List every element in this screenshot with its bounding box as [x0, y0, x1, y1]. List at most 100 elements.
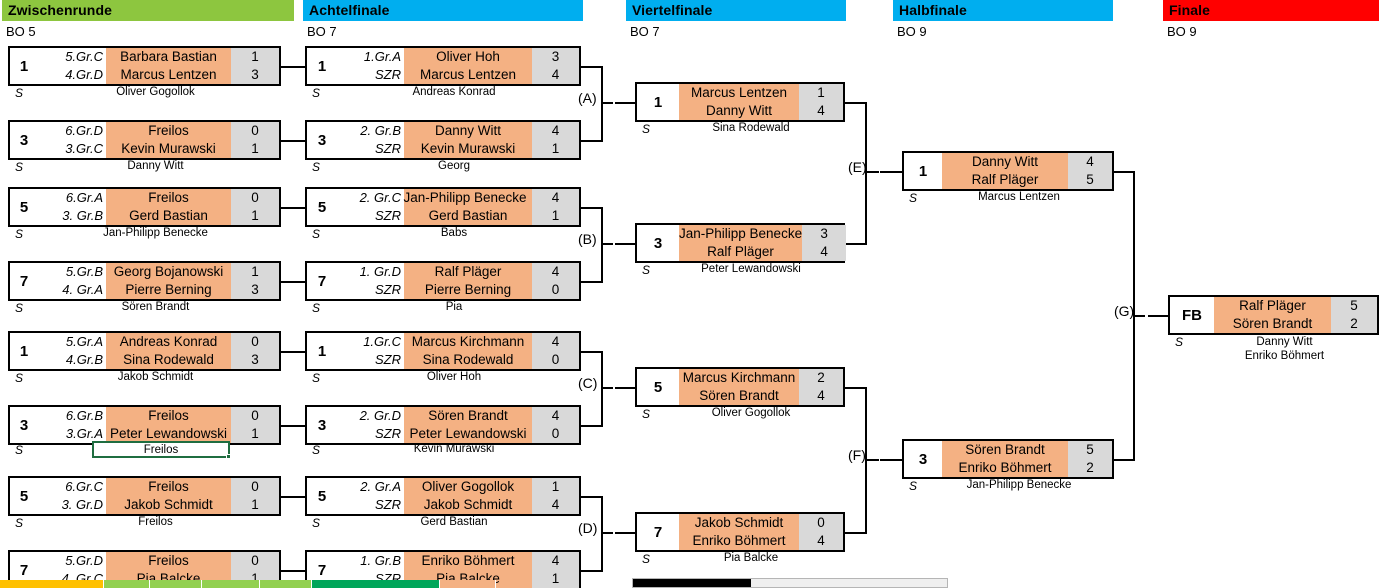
match-box[interactable]: 1 Marcus Lentzen Danny Witt 1 4	[635, 82, 845, 122]
connector	[601, 102, 613, 104]
referee-name: Oliver Gogollok	[711, 407, 791, 419]
referee-marker: S	[311, 227, 320, 241]
score-bottom: 4	[820, 244, 828, 259]
score-top: 0	[251, 334, 259, 349]
match-number: 5	[10, 189, 38, 225]
match-box-final[interactable]: FB Ralf Pläger Sören Brandt 5 2	[1168, 295, 1379, 335]
sheet-tab[interactable]	[260, 580, 312, 588]
match-players: Freilos Gerd Bastian	[106, 189, 231, 225]
referee-marker: S	[641, 552, 650, 566]
referee-name: Danny Witt	[127, 160, 184, 172]
score-top: 4	[1086, 154, 1094, 169]
score-top: 5	[1086, 442, 1094, 457]
horizontal-scrollbar[interactable]	[632, 578, 948, 588]
match-box[interactable]: 5 2. Gr.A SZR Oliver Gogollok Jakob Schm…	[305, 476, 581, 516]
match-box[interactable]: 1 1.Gr.C SZR Marcus Kirchmann Sina Rodew…	[305, 331, 581, 371]
match-box[interactable]: 7 5.Gr.B 4. Gr.A Georg Bojanowski Pierre…	[8, 261, 281, 301]
player-top: Sören Brandt	[965, 442, 1045, 457]
referee-marker: S	[311, 443, 320, 457]
group-label-e: (E)	[848, 159, 867, 175]
match-seeds: 1.Gr.A SZR	[337, 48, 404, 84]
player-bottom: Marcus Lentzen	[120, 67, 217, 82]
match-box[interactable]: 5 6.Gr.A 3. Gr.B Freilos Gerd Bastian 0 …	[8, 187, 281, 227]
connector	[281, 207, 305, 209]
match-box[interactable]: 7 Jakob Schmidt Enriko Böhmert 0 4	[635, 512, 845, 552]
match-scores: 0 1	[231, 478, 279, 514]
match-box[interactable]: 3 2. Gr.B SZR Danny Witt Kevin Murawski …	[305, 120, 581, 160]
player-top: Freilos	[148, 479, 189, 494]
score-bottom: 3	[251, 67, 259, 82]
sheet-tab[interactable]	[202, 580, 260, 588]
referee-name: Jakob Schmidt	[117, 371, 194, 383]
score-bottom: 4	[817, 533, 825, 548]
match-box[interactable]: 1 5.Gr.A 4.Gr.B Andreas Konrad Sina Rode…	[8, 331, 281, 371]
scrollbar-thumb[interactable]	[633, 579, 751, 587]
match-number: 3	[10, 122, 38, 158]
match-box[interactable]: 1 Danny Witt Ralf Pläger 4 5	[902, 151, 1114, 191]
match-number: 1	[307, 333, 337, 369]
score-bottom: 1	[251, 571, 259, 586]
score-top: 4	[551, 553, 560, 568]
score-bottom: 1	[251, 497, 259, 512]
selected-cell[interactable]: Freilos	[92, 441, 230, 458]
sheet-tab[interactable]	[104, 580, 150, 588]
referee-marker: S	[14, 516, 23, 530]
score-top: 1	[251, 49, 259, 64]
group-label-b: (B)	[578, 231, 597, 247]
sheet-tab-strip[interactable]	[0, 580, 628, 588]
referee-marker: S	[311, 86, 320, 100]
match-box[interactable]: 5 2. Gr.C SZR Jan-Philipp Benecke Gerd B…	[305, 187, 581, 227]
match-box[interactable]: 7 1. Gr.D SZR Ralf Pläger Pierre Berning…	[305, 261, 581, 301]
connector	[281, 140, 305, 142]
score-top: 0	[251, 190, 259, 205]
sheet-tab[interactable]	[150, 580, 202, 588]
score-top: 0	[251, 479, 259, 494]
match-box[interactable]: 1 1.Gr.A SZR Oliver Hoh Marcus Lentzen 3…	[305, 46, 581, 86]
match-box[interactable]: 3 Jan-Philipp Benecke Ralf Pläger 3 4	[635, 223, 847, 263]
connector	[581, 351, 603, 353]
match-box[interactable]: 3 6.Gr.B 3.Gr.A Freilos Peter Lewandowsk…	[8, 405, 281, 445]
connector	[843, 387, 867, 389]
player-top: Danny Witt	[434, 123, 502, 138]
player-top: Danny Witt	[971, 154, 1039, 169]
player-top: Sören Brandt	[428, 408, 508, 423]
score-bottom: 1	[251, 208, 259, 223]
seed-bottom: 3. Gr.B	[62, 208, 103, 223]
match-players: Jan-Philipp Benecke Gerd Bastian	[403, 189, 532, 225]
match-seeds: 1.Gr.C SZR	[337, 333, 404, 369]
match-box[interactable]: 5 6.Gr.C 3. Gr.D Freilos Jakob Schmidt 0…	[8, 476, 281, 516]
match-players: Ralf Pläger Pierre Berning	[404, 263, 532, 299]
match-referee: S Jan-Philipp Benecke	[902, 479, 1114, 493]
match-box[interactable]: 3 Sören Brandt Enriko Böhmert 5 2	[902, 439, 1114, 479]
match-box[interactable]: 3 6.Gr.D 3.Gr.C Freilos Kevin Murawski 0…	[8, 120, 281, 160]
player-bottom: Jakob Schmidt	[124, 497, 213, 512]
referee-marker: S	[641, 122, 650, 136]
referee-marker: S	[311, 301, 320, 315]
match-box[interactable]: 1 5.Gr.C 4.Gr.D Barbara Bastian Marcus L…	[8, 46, 281, 86]
sheet-tab[interactable]	[312, 580, 440, 588]
selection-fill-handle[interactable]	[226, 454, 231, 459]
player-top: Marcus Lentzen	[690, 85, 788, 100]
sheet-tab[interactable]	[440, 580, 496, 588]
match-box[interactable]: 5 Marcus Kirchmann Sören Brandt 2 4	[635, 367, 845, 407]
match-referee: S Sina Rodewald	[635, 122, 845, 136]
match-number: FB	[1170, 297, 1214, 333]
connector	[843, 102, 867, 104]
score-bottom: 1	[551, 141, 560, 156]
player-top: Jakob Schmidt	[694, 515, 784, 530]
round-title-zwischenrunde: Zwischenrunde	[2, 0, 294, 21]
connector	[1148, 315, 1168, 317]
sheet-tab[interactable]	[0, 580, 104, 588]
player-bottom: Sören Brandt	[699, 388, 779, 403]
match-seeds: 5.Gr.B 4. Gr.A	[38, 263, 106, 299]
match-box[interactable]: 3 2. Gr.D SZR Sören Brandt Peter Lewando…	[305, 405, 581, 445]
score-bottom: 1	[551, 571, 560, 586]
seed-top: 6.Gr.D	[65, 123, 103, 138]
round-column-viertelfinale: Viertelfinale BO 7	[626, 0, 846, 42]
referee-name: Pia Balcke	[723, 552, 779, 564]
match-seeds: 6.Gr.D 3.Gr.C	[38, 122, 106, 158]
referee-name: Freilos	[138, 516, 173, 528]
connector	[581, 140, 603, 142]
match-scores: 2 4	[799, 369, 843, 405]
player-top: Freilos	[148, 123, 189, 138]
